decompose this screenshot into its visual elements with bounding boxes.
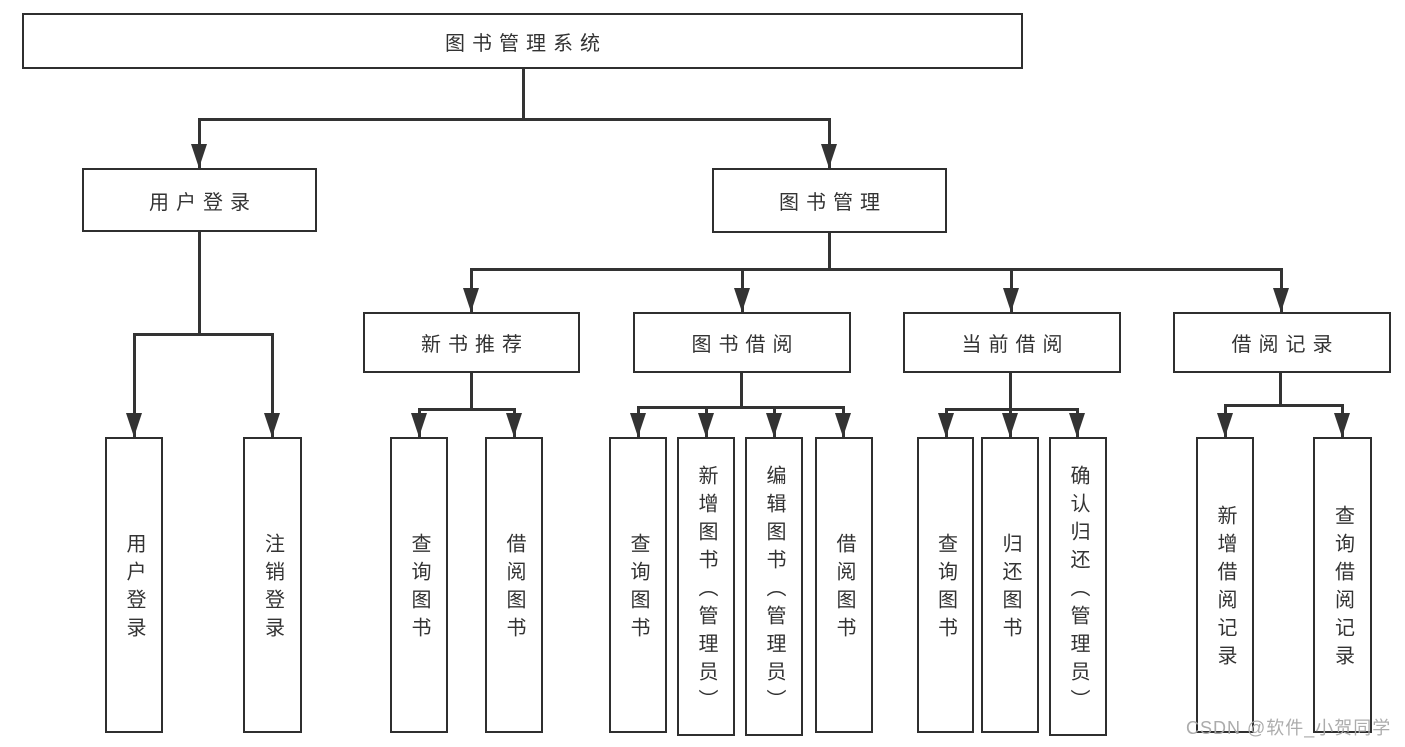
node-label: 编辑图书（管理员） — [763, 464, 785, 717]
arrowhead-rec-add-record — [1217, 413, 1233, 437]
node-label: 图书借阅 — [691, 334, 800, 356]
connector-login-down — [198, 232, 201, 335]
node-label: 归还图书 — [999, 533, 1021, 645]
arrowhead-user-login — [191, 144, 207, 168]
leaf-recommend-borrow-books: 借阅图书 — [485, 437, 543, 733]
leaf-query-borrow-record: 查询借阅记录 — [1313, 437, 1372, 733]
leaf-add-borrow-record: 新增借阅记录 — [1196, 437, 1254, 733]
leaf-add-books-admin: 新增图书（管理员） — [677, 437, 735, 736]
arrowhead-leaf-logout — [264, 413, 280, 437]
arrowhead-rec-query-record — [1334, 413, 1350, 437]
node-label: 借阅图书 — [503, 533, 525, 645]
arrowhead-rec-borrow — [506, 413, 522, 437]
node-current-borrowing: 当前借阅 — [903, 312, 1121, 373]
connector-borrowing-split — [637, 406, 844, 409]
node-label: 确认归还（管理员） — [1067, 464, 1089, 717]
node-book-borrowing: 图书借阅 — [633, 312, 851, 373]
arrowhead-recommend — [463, 288, 479, 312]
node-new-book-recommendation: 新书推荐 — [363, 312, 580, 373]
node-label: 注销登录 — [261, 533, 284, 645]
node-root-library-system: 图书管理系统 — [22, 13, 1023, 69]
connector-current-down — [1009, 373, 1012, 409]
node-label: 借阅图书 — [833, 533, 855, 645]
leaf-return-books: 归还图书 — [981, 437, 1039, 733]
connector-records-down — [1279, 373, 1282, 406]
connector-records-split — [1224, 404, 1342, 407]
node-label: 查询图书 — [934, 533, 957, 645]
node-borrowing-records: 借阅记录 — [1173, 312, 1391, 373]
connector-management-down — [828, 233, 831, 270]
leaf-edit-books-admin: 编辑图书（管理员） — [745, 437, 803, 736]
node-label: 查询借阅记录 — [1331, 505, 1354, 673]
arrowhead-rec-query — [411, 413, 427, 437]
connector-login-split — [133, 333, 273, 336]
arrowhead-current — [1003, 288, 1019, 312]
arrowhead-cur-return — [1002, 413, 1018, 437]
leaf-borrow-books: 借阅图书 — [815, 437, 873, 733]
arrowhead-bor-add — [698, 413, 714, 437]
connector-to-book-management — [828, 118, 831, 168]
arrowhead-book-management — [821, 144, 837, 168]
node-label: 查询图书 — [627, 533, 649, 645]
node-label: 图书管理系统 — [445, 32, 607, 55]
arrowhead-cur-query — [938, 413, 954, 437]
leaf-borrowing-query-books: 查询图书 — [609, 437, 667, 733]
node-label: 新增借阅记录 — [1214, 505, 1236, 673]
node-label: 用户登录 — [123, 533, 145, 645]
arrowhead-records — [1273, 288, 1289, 312]
arrowhead-cur-confirm — [1069, 413, 1085, 437]
csdn-watermark: CSDN @软件_小贺同学 — [1186, 718, 1392, 738]
node-label: 借阅记录 — [1231, 334, 1340, 356]
node-user-login-branch: 用户登录 — [82, 168, 317, 232]
node-label: 查询图书 — [408, 533, 430, 645]
arrowhead-bor-borrow — [835, 413, 851, 437]
connector-to-user-login — [198, 118, 201, 168]
connector-borrowing-down — [740, 373, 743, 407]
arrowhead-borrowing — [734, 288, 750, 312]
connector-to-leaf-login — [133, 333, 136, 437]
connector-recommend-split — [418, 408, 515, 411]
arrowhead-leaf-login — [126, 413, 142, 437]
leaf-confirm-return-admin: 确认归还（管理员） — [1049, 437, 1107, 736]
node-label: 新书推荐 — [421, 334, 529, 356]
leaf-logout: 注销登录 — [243, 437, 302, 733]
node-label: 当前借阅 — [961, 334, 1070, 356]
node-label: 用户登录 — [149, 191, 257, 214]
leaf-user-login: 用户登录 — [105, 437, 163, 733]
connector-current-split — [945, 408, 1078, 411]
connector-root-down — [522, 69, 525, 120]
arrowhead-bor-edit — [766, 413, 782, 437]
connector-to-leaf-logout — [271, 333, 274, 437]
leaf-current-query-books: 查询图书 — [917, 437, 974, 733]
leaf-recommend-query-books: 查询图书 — [390, 437, 448, 733]
node-book-management-branch: 图书管理 — [712, 168, 947, 233]
node-label: 新增图书（管理员） — [695, 464, 717, 717]
connector-level1-split — [198, 118, 831, 121]
arrowhead-bor-query — [630, 413, 646, 437]
node-label: 图书管理 — [779, 192, 887, 214]
connector-level3-split — [470, 268, 1281, 271]
connector-recommend-down — [470, 373, 473, 410]
